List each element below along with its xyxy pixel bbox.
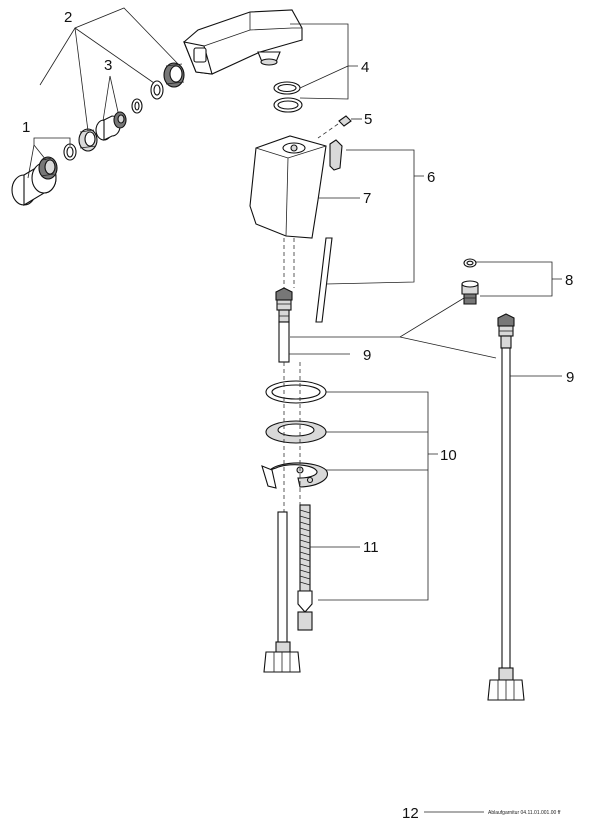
mixer-body: [249, 135, 327, 239]
spout: [183, 9, 303, 75]
leader-line-10: [318, 391, 438, 601]
callout-10: 10: [440, 447, 457, 464]
aerator-insert: [38, 156, 58, 180]
callout-11: 11: [363, 539, 379, 556]
callout-1: 1: [22, 119, 30, 136]
callout-5: 5: [364, 111, 372, 128]
leader-lines-aerator: [27, 7, 181, 179]
supply-hose-left: [263, 511, 301, 673]
callout-9-left: 9: [363, 347, 371, 364]
callout-9-right: 9: [566, 369, 574, 386]
aerator-assembly: [11, 62, 185, 206]
leader-line-8: [476, 261, 562, 297]
callout-8: 8: [565, 272, 573, 289]
mounting-rings: [261, 380, 329, 489]
flow-restrictor: [113, 111, 127, 129]
thread-insert: [78, 128, 98, 152]
footer-caption: Ablaufgarnitur 04.11.01.001.00 ff: [488, 810, 561, 816]
connector-valve: [461, 258, 479, 305]
supply-hose-left-top: [275, 287, 293, 363]
callout-6: 6: [427, 169, 435, 186]
spout-o-rings: [273, 81, 303, 113]
callout-4: 4: [361, 59, 369, 76]
callout-12: 12: [402, 805, 419, 822]
supply-hose-right: [487, 313, 525, 701]
control-lever: [315, 139, 343, 323]
threaded-rod: [297, 504, 313, 631]
leader-line-4: [290, 23, 358, 100]
callout-3: 3: [104, 57, 112, 74]
threaded-nut: [163, 62, 185, 88]
callout-7: 7: [363, 190, 371, 207]
leader-line-9-v: [290, 297, 497, 359]
leader-line-6: [325, 149, 424, 285]
grub-screw: [338, 115, 352, 127]
callout-2: 2: [64, 9, 72, 26]
